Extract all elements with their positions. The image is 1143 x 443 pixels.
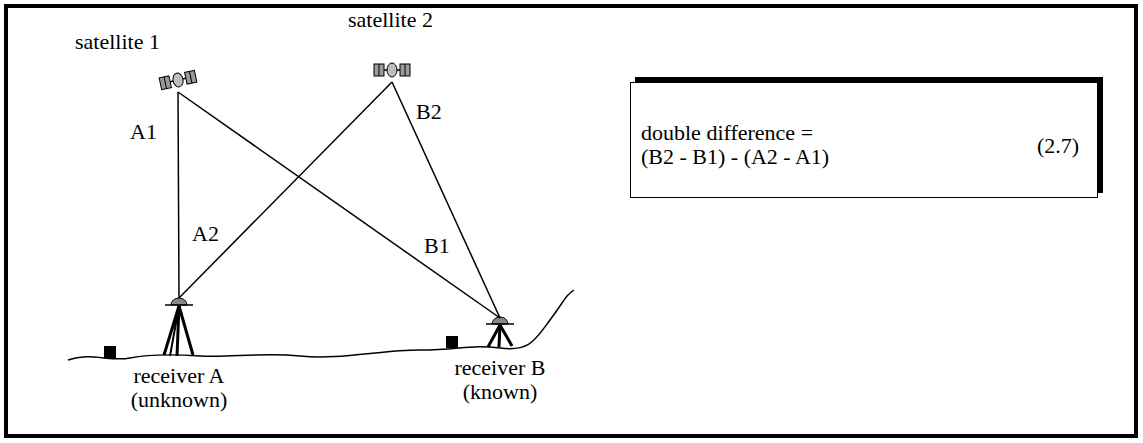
satellite-icon	[159, 69, 197, 90]
node-label: satellite 2	[348, 8, 433, 32]
signal-path	[178, 92, 179, 298]
tripod-receiver	[164, 298, 193, 356]
satellite: satellite 2	[374, 58, 410, 82]
ground-line	[68, 290, 574, 360]
ground-marker	[104, 346, 116, 358]
node-label: receiver A (unknown)	[112, 364, 246, 412]
receiver: receiver B (known)	[480, 318, 520, 348]
range-label: A1	[130, 120, 157, 144]
signal-path	[178, 92, 500, 318]
formula-box: double difference = (B2 - B1) - (A2 - A1…	[630, 82, 1098, 198]
range-label: B2	[416, 100, 442, 124]
satellite: satellite 1	[160, 68, 196, 92]
outer-frame	[6, 6, 1136, 436]
range-label: A2	[192, 222, 219, 246]
equation-number: (2.7)	[1037, 134, 1079, 158]
node-label: receiver B (known)	[433, 356, 567, 404]
node-label: double difference = (B2 - B1) - (A2 - A1…	[641, 121, 841, 169]
tripod-receiver	[486, 317, 514, 347]
receiver: receiver A (unknown)	[158, 298, 200, 356]
range-label: B1	[424, 234, 450, 258]
signal-path	[392, 82, 500, 318]
node-label: satellite 1	[75, 30, 160, 54]
ground-marker	[446, 336, 458, 348]
satellite-icon	[374, 63, 410, 77]
